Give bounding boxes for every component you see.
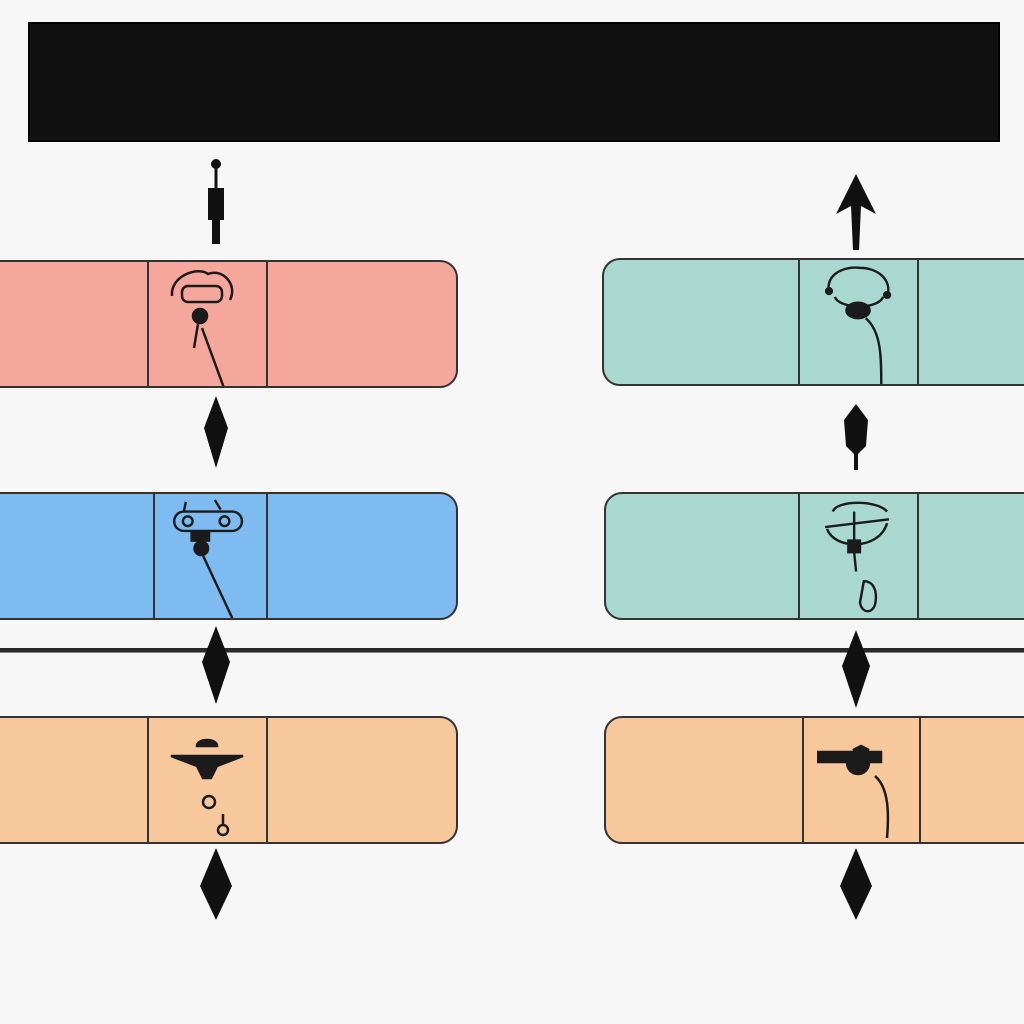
globe-stand-icon: [800, 494, 920, 618]
arrow-up-top-left: [194, 158, 238, 248]
spinning-top-icon: [149, 718, 268, 842]
double-arrow-left-1: [194, 392, 238, 482]
row-left-3-label: [0, 718, 149, 842]
row-right-2-desc: [919, 494, 1024, 618]
headset-icon: [800, 260, 920, 384]
row-left-1-desc: [268, 262, 456, 386]
horizontal-divider: [0, 648, 1024, 653]
row-left-3-desc: [268, 718, 456, 842]
microphone-stand-icon: [149, 262, 268, 386]
row-right-1-desc: [919, 260, 1024, 384]
camera-tripod-icon: [155, 494, 268, 618]
row-right-2-label: [606, 494, 801, 618]
row-left-3: [0, 716, 458, 844]
row-left-2-label: [0, 494, 155, 618]
double-arrow-right-3: [834, 840, 878, 930]
row-right-1-label: [604, 260, 801, 384]
row-right-2: [604, 492, 1024, 620]
row-right-3-desc: [921, 718, 1024, 842]
double-arrow-left-2: [194, 620, 238, 710]
row-left-2: [0, 492, 458, 620]
double-arrow-left-3: [194, 840, 238, 930]
row-right-3: [604, 716, 1024, 844]
row-left-2-desc: [268, 494, 456, 618]
hat-stand-icon: [804, 718, 922, 842]
row-right-3-label: [606, 718, 805, 842]
double-arrow-right-1: [834, 396, 878, 486]
row-right-1: [602, 258, 1024, 386]
title-banner: [28, 22, 1000, 142]
row-left-1-label: [0, 262, 149, 386]
arrow-up-top-right: [834, 170, 878, 260]
double-arrow-right-2: [834, 624, 878, 714]
row-left-1: [0, 260, 458, 388]
